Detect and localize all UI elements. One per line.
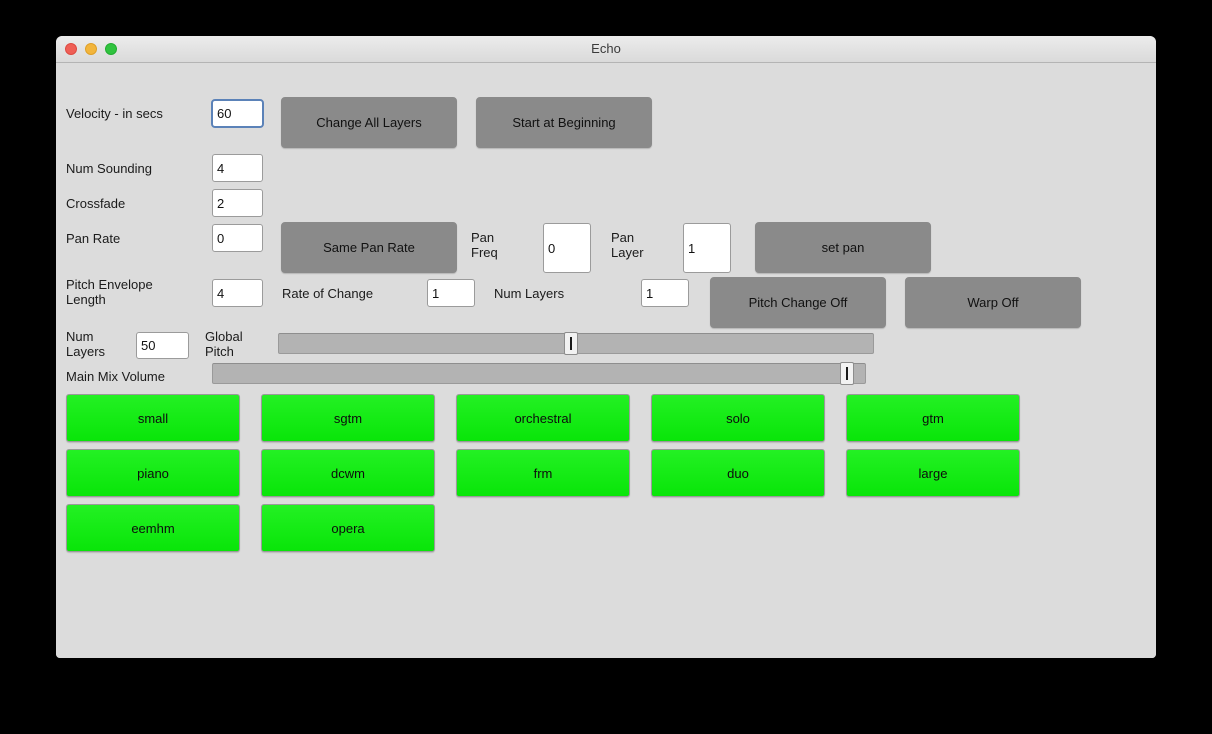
num-layers-top-label: Num Layers [494,286,565,301]
preset-button-eemhm[interactable]: eemhm [66,504,240,552]
pan-rate-label: Pan Rate [66,231,121,246]
zoom-button[interactable] [105,43,117,55]
preset-button-gtm[interactable]: gtm [846,394,1020,442]
global-pitch-slider-thumb[interactable] [564,332,578,355]
preset-button-dcwm[interactable]: dcwm [261,449,435,497]
preset-button-sgtm[interactable]: sgtm [261,394,435,442]
minimize-button[interactable] [85,43,97,55]
pan-freq-label: Pan Freq [471,230,498,260]
num-layers-top-input[interactable] [641,279,689,307]
main-mix-volume-label: Main Mix Volume [66,369,165,384]
traffic-lights [65,43,117,55]
echo-window: Echo Velocity - in secs Change All Layer… [56,36,1156,658]
window-title: Echo [591,41,621,56]
preset-button-orchestral[interactable]: orchestral [456,394,630,442]
same-pan-rate-button[interactable]: Same Pan Rate [281,222,457,273]
preset-button-large[interactable]: large [846,449,1020,497]
main-mix-volume-slider-thumb[interactable] [840,362,854,385]
pan-freq-input[interactable] [543,223,591,273]
set-pan-button[interactable]: set pan [755,222,931,273]
num-layers-bottom-input[interactable] [136,332,189,359]
window-titlebar: Echo [56,36,1156,63]
rate-of-change-label: Rate of Change [282,286,374,301]
pan-layer-input[interactable] [683,223,731,273]
crossfade-input[interactable] [212,189,263,217]
main-mix-volume-slider[interactable] [212,362,866,385]
pitch-envelope-length-label: Pitch Envelope Length [66,277,153,307]
preset-button-piano[interactable]: piano [66,449,240,497]
pitch-change-off-button[interactable]: Pitch Change Off [710,277,886,328]
change-all-layers-button[interactable]: Change All Layers [281,97,457,148]
pitch-envelope-length-input[interactable] [212,279,263,307]
warp-off-button[interactable]: Warp Off [905,277,1081,328]
num-sounding-input[interactable] [212,154,263,182]
preset-button-solo[interactable]: solo [651,394,825,442]
preset-button-frm[interactable]: frm [456,449,630,497]
rate-of-change-input[interactable] [427,279,475,307]
num-layers-bottom-label: Num Layers [66,329,106,359]
crossfade-label: Crossfade [66,196,126,211]
preset-button-duo[interactable]: duo [651,449,825,497]
num-sounding-label: Num Sounding [66,161,152,176]
preset-button-opera[interactable]: opera [261,504,435,552]
global-pitch-label: Global Pitch [205,329,243,359]
velocity-input[interactable] [211,99,264,128]
pan-layer-label: Pan Layer [611,230,644,260]
preset-button-small[interactable]: small [66,394,240,442]
close-button[interactable] [65,43,77,55]
window-content: Velocity - in secs Change All Layers Sta… [56,63,1156,658]
global-pitch-slider[interactable] [278,332,874,355]
start-at-beginning-button[interactable]: Start at Beginning [476,97,652,148]
pan-rate-input[interactable] [212,224,263,252]
velocity-label: Velocity - in secs [66,106,163,121]
